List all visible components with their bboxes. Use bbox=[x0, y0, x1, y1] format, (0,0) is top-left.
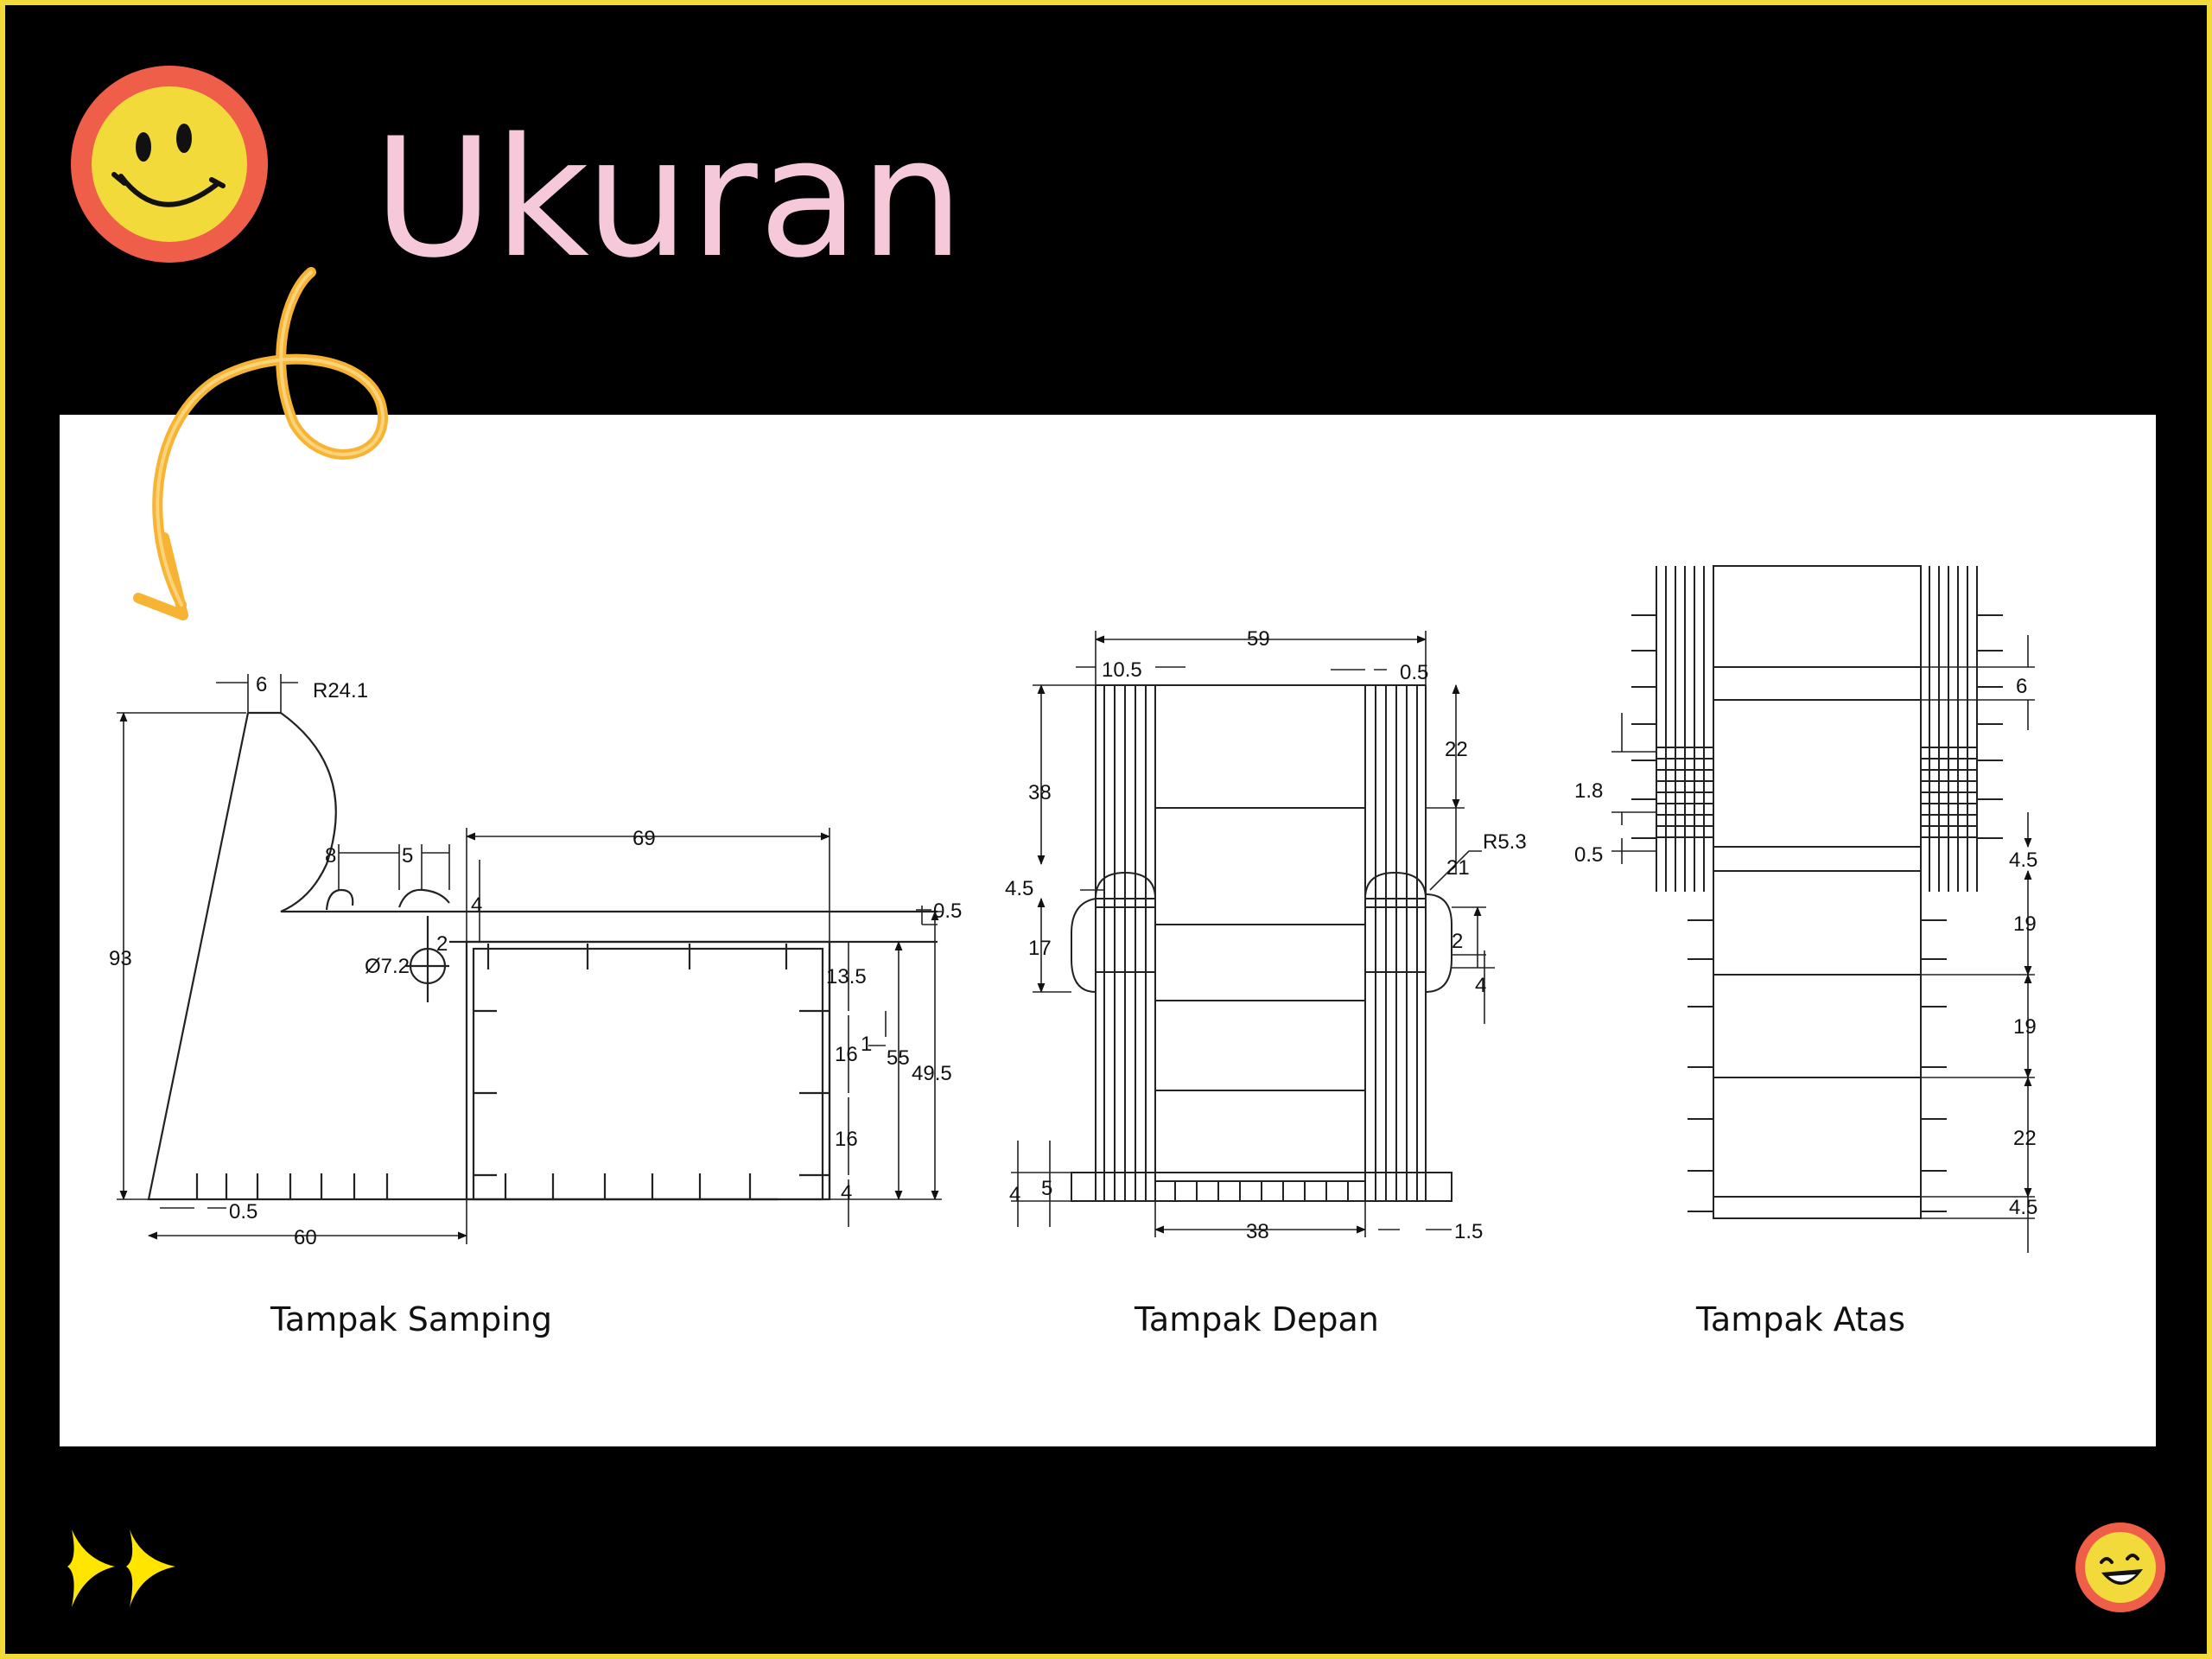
side-dim-text: 6 R24.1 8 5 69 4 0.5 2 Ø7.2 93 13.5 1 16… bbox=[109, 673, 962, 1249]
side-view bbox=[147, 711, 938, 1201]
top-dim-text: 6 1.8 0.5 4.5 19 19 22 4.5 bbox=[1574, 675, 2037, 1219]
svg-text:13.5: 13.5 bbox=[826, 965, 867, 988]
curly-arrow-icon bbox=[133, 267, 388, 620]
technical-drawing: 6 R24.1 8 5 69 4 0.5 2 Ø7.2 93 13.5 1 16… bbox=[109, 565, 2037, 1253]
svg-text:1: 1 bbox=[861, 1033, 872, 1056]
page-title: Ukuran bbox=[373, 103, 965, 294]
svg-text:93: 93 bbox=[109, 947, 132, 970]
svg-text:0.5: 0.5 bbox=[1400, 661, 1428, 684]
svg-text:4.5: 4.5 bbox=[2009, 1196, 2037, 1219]
svg-text:69: 69 bbox=[632, 827, 656, 850]
svg-text:4: 4 bbox=[471, 893, 482, 917]
svg-text:Ø7.2: Ø7.2 bbox=[365, 955, 410, 978]
svg-text:4: 4 bbox=[1475, 974, 1486, 997]
laughing-face-icon bbox=[2075, 1522, 2165, 1612]
svg-text:16: 16 bbox=[835, 1128, 858, 1151]
svg-text:0.5: 0.5 bbox=[229, 1200, 257, 1224]
svg-text:8: 8 bbox=[325, 844, 336, 868]
svg-text:0.5: 0.5 bbox=[933, 899, 962, 923]
svg-text:49.5: 49.5 bbox=[912, 1062, 952, 1085]
svg-text:10.5: 10.5 bbox=[1102, 658, 1142, 682]
drawing-panel: 6 R24.1 8 5 69 4 0.5 2 Ø7.2 93 13.5 1 16… bbox=[60, 415, 2156, 1446]
top-view bbox=[1631, 565, 2003, 1219]
svg-text:38: 38 bbox=[1028, 781, 1052, 804]
svg-text:19: 19 bbox=[2013, 912, 2037, 936]
svg-text:1.8: 1.8 bbox=[1574, 779, 1603, 803]
svg-text:21: 21 bbox=[1446, 856, 1470, 880]
svg-text:4: 4 bbox=[841, 1181, 852, 1205]
svg-text:19: 19 bbox=[2013, 1015, 2037, 1039]
svg-text:38: 38 bbox=[1246, 1220, 1269, 1243]
label-front-view: Tampak Depan bbox=[1135, 1300, 1379, 1338]
svg-text:4.5: 4.5 bbox=[1005, 877, 1033, 900]
svg-text:4.5: 4.5 bbox=[2009, 849, 2037, 872]
svg-text:2: 2 bbox=[1452, 930, 1463, 953]
side-dim-lines bbox=[117, 674, 942, 1244]
svg-text:5: 5 bbox=[402, 844, 413, 868]
front-dim-lines bbox=[1011, 631, 1495, 1237]
svg-text:6: 6 bbox=[2016, 675, 2027, 698]
svg-text:R5.3: R5.3 bbox=[1483, 830, 1527, 854]
svg-text:22: 22 bbox=[2013, 1127, 2037, 1150]
svg-text:R24.1: R24.1 bbox=[313, 679, 368, 702]
svg-text:17: 17 bbox=[1028, 937, 1052, 960]
svg-text:59: 59 bbox=[1247, 627, 1270, 651]
front-view bbox=[1071, 684, 1452, 1202]
svg-text:16: 16 bbox=[835, 1043, 858, 1066]
svg-text:2: 2 bbox=[436, 932, 448, 956]
svg-text:55: 55 bbox=[887, 1046, 910, 1070]
front-dim-text: 59 10.5 0.5 38 22 R5.3 21 4.5 17 2 4 4 5… bbox=[1005, 627, 1527, 1243]
top-dim-lines bbox=[1611, 635, 2035, 1253]
svg-text:6: 6 bbox=[256, 673, 267, 696]
svg-text:1.5: 1.5 bbox=[1454, 1220, 1483, 1243]
svg-text:5: 5 bbox=[1041, 1177, 1052, 1200]
svg-text:4: 4 bbox=[1009, 1183, 1020, 1206]
svg-text:22: 22 bbox=[1445, 738, 1468, 761]
label-top-view: Tampak Atas bbox=[1696, 1300, 1906, 1338]
svg-text:0.5: 0.5 bbox=[1574, 843, 1603, 867]
sparkle-icon bbox=[67, 1529, 175, 1607]
smiley-icon bbox=[71, 66, 268, 263]
svg-text:60: 60 bbox=[294, 1226, 317, 1249]
label-side-view: Tampak Samping bbox=[270, 1300, 553, 1338]
